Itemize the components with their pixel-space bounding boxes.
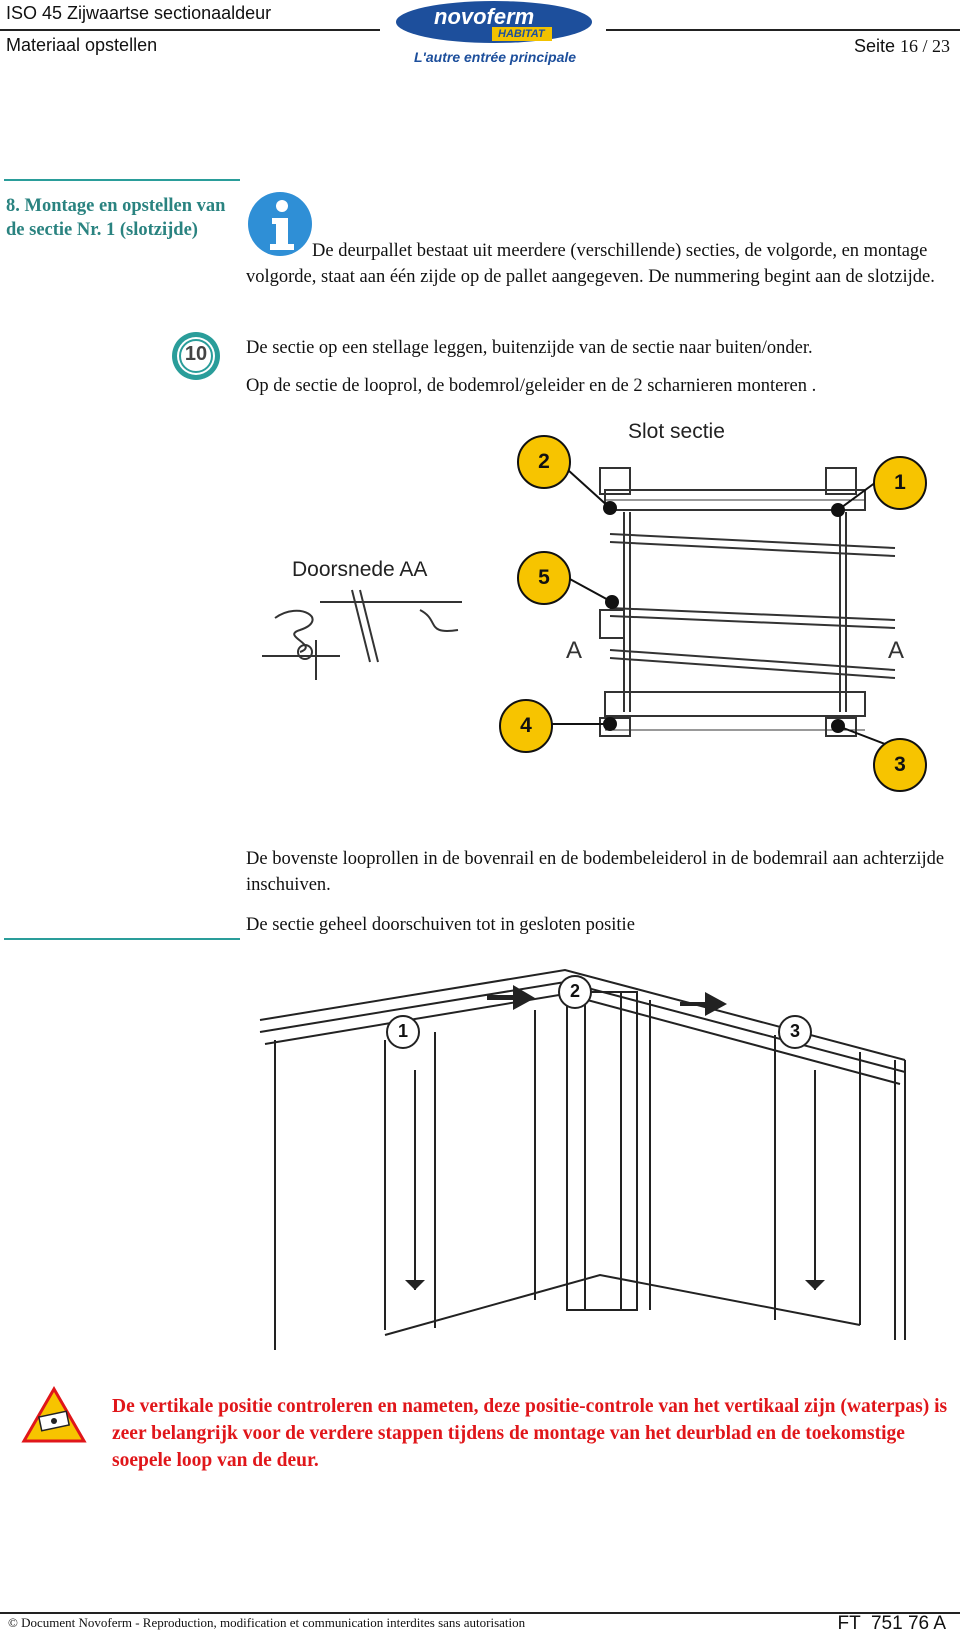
section-heading: 8. Montage en opstellen van de sectie Nr… [6,196,226,240]
step-paragraph-2: Op de sectie de looprol, de bodemrol/gel… [246,376,817,396]
footer-rule [0,1612,960,1614]
panel-number-3: 3 [789,1021,800,1041]
callout-2 [517,435,571,489]
callout-3-label: 3 [894,753,906,776]
panel-number-2: 2 [569,981,580,1001]
intro-paragraph: De deurpallet bestaat uit meerdere (vers… [246,241,935,287]
chapter-title: Materiaal opstellen [6,35,158,55]
callout-5 [517,551,571,605]
warning-text: De vertikale positie controleren en name… [112,1396,948,1471]
info-icon [248,192,312,256]
logo-sub: HABITAT [498,28,545,40]
callout-1-label: 1 [894,471,906,494]
gear-badge [172,332,220,380]
section-divider-top [4,179,240,181]
step-paragraph-1: De sectie op een stellage leggen, buiten… [246,338,813,358]
callout-1 [873,456,927,510]
logo-shape [396,1,592,43]
callout-5-label: 5 [538,566,550,589]
page-label: Seite [853,36,895,56]
logo-tagline: L'autre entrée principale [414,49,577,65]
logo-brand: novoferm [434,4,535,29]
section-divider-bottom [4,938,240,940]
step-10-icon: 10 [170,330,222,382]
page-indicator: Seite 16 / 23 [854,36,950,57]
callout-4-label: 4 [520,714,532,737]
slide-in-paragraph: De bovenste looprollen in de bovenrail e… [246,849,945,895]
footer-copyright: © Document Novoferm - Reproduction, modi… [8,1615,526,1630]
section-view-label: Doorsnede AA [292,558,428,581]
step-number: 10 [184,343,208,365]
close-paragraph: De sectie geheel doorschuiven tot in ges… [246,915,635,935]
door-assembly-drawing [259,968,906,1350]
cut-mark-right: A [888,637,904,664]
panel-number-1: 1 [397,1021,408,1041]
diagram-title: Slot sectie [628,420,725,443]
callout-4 [499,699,553,753]
novoferm-logo: novoferm HABITAT L'autre entrée principa… [394,0,594,70]
slot-section-drawing: A A [262,467,904,747]
callout-3 [873,738,927,792]
callout-2-label: 2 [538,450,550,473]
page-number: 16 / 23 [899,36,950,56]
warning-level-icon [21,1385,87,1443]
header-rule-left [0,29,380,31]
doc-title: ISO 45 Zijwaartse sectionaaldeur [6,3,272,23]
footer-doc-code: FT 751 76 A [837,1613,946,1634]
header-rule-right [606,29,960,31]
cut-mark-left: A [566,637,582,664]
